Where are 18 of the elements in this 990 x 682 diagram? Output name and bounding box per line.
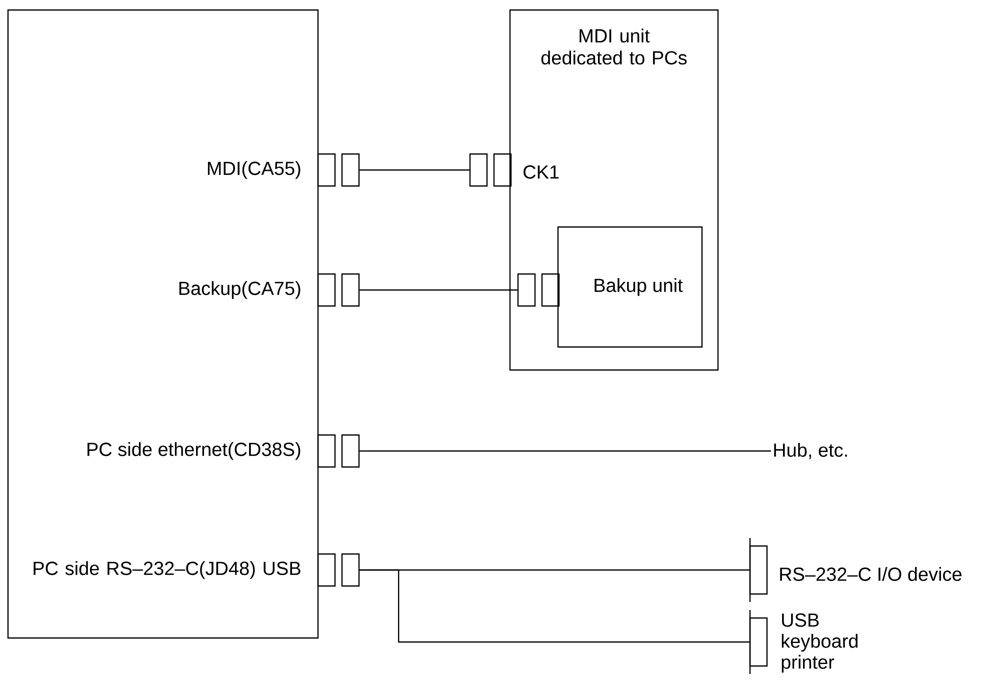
- connector-symbol: [317, 153, 360, 187]
- connector-label: USB keyboard printer: [782, 613, 858, 673]
- device-label: Hub, etc.: [774, 442, 847, 460]
- cable-line: [360, 569, 750, 643]
- controller-box: MDI(CA55) Backup(CA75) PC side ethernet(CD38S) PC side RS–232–C(JD48) USB: [7, 9, 319, 639]
- device-connector: [749, 538, 768, 602]
- unit-box: Bakup unit: [557, 226, 703, 348]
- connector-symbol: [317, 434, 360, 468]
- connector-symbol: [317, 273, 360, 307]
- connector-label: CK1: [524, 165, 559, 179]
- device-connector: [749, 610, 768, 674]
- cable-line: [360, 169, 470, 171]
- connector-label: RS–232–C I/O device: [780, 567, 962, 581]
- cable-line: [360, 450, 771, 452]
- cable-line: [360, 289, 518, 291]
- connector-symbol: [469, 153, 512, 187]
- connector-symbol: [517, 273, 560, 307]
- connector-symbol: [317, 553, 360, 587]
